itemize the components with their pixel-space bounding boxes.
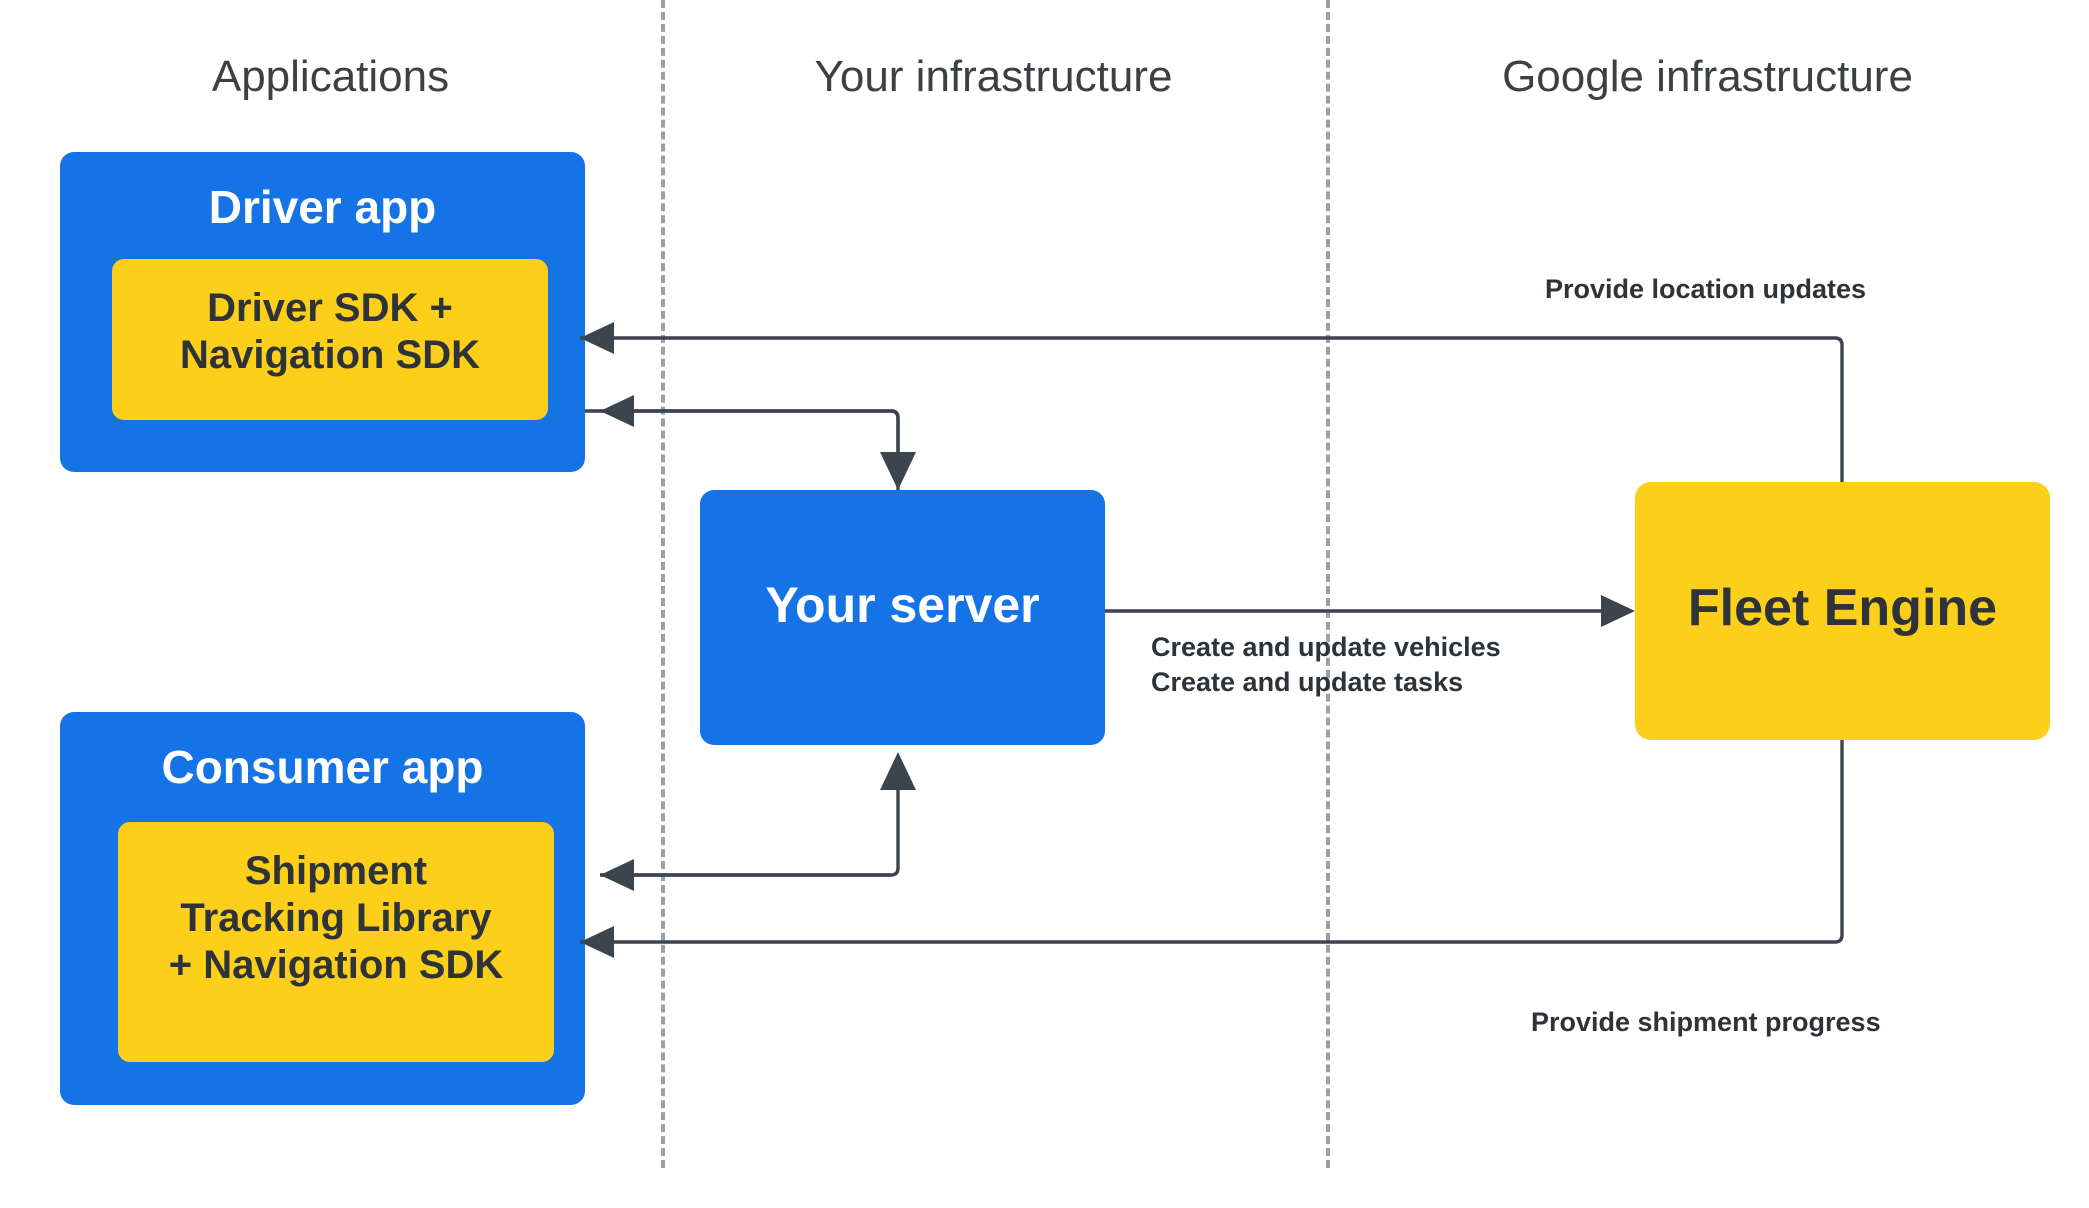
driver-sdk-line-1: Driver SDK +: [207, 286, 453, 330]
driver-sdk-label: Driver SDK + Navigation SDK: [112, 285, 548, 379]
column-header-your-infrastructure: Your infrastructure: [814, 52, 1173, 101]
consumer-sdk-label: Shipment Tracking Library + Navigation S…: [118, 848, 554, 990]
edge-driver-app-to-your-server: [585, 409, 916, 490]
driver-sdk-line-2: Navigation SDK: [179, 333, 481, 378]
consumer-app-title: Consumer app: [161, 741, 484, 793]
edge-fleet-engine-to-driver-sdk: [580, 322, 1844, 482]
edge-label-provide-location-updates: Provide location updates: [1545, 274, 1867, 304]
arrow-head-consumer-app-left: [600, 859, 634, 891]
node-consumer-sdk: Shipment Tracking Library + Navigation S…: [118, 822, 554, 1062]
column-header-applications: Applications: [211, 52, 450, 101]
consumer-sdk-line-1: Shipment: [244, 849, 428, 893]
consumer-sdk-line-2: Tracking Library: [180, 896, 492, 941]
node-your-server: Your server: [700, 490, 1105, 745]
column-header-google-infrastructure: Google infrastructure: [1502, 52, 1913, 101]
node-driver-sdk: Driver SDK + Navigation SDK: [112, 259, 548, 420]
arrow-head-your-server-bottom: [880, 752, 916, 790]
edge-fleet-engine-to-consumer-sdk: [580, 740, 1844, 958]
node-driver-app: Driver app Driver SDK + Navigation SDK: [60, 152, 585, 472]
consumer-sdk-line-3: + Navigation SDK: [168, 943, 504, 988]
column-divider-right: [1326, 0, 1330, 1168]
arrow-head-driver-app-left: [600, 395, 634, 427]
edge-your-server-to-driver-app: [600, 395, 900, 490]
arrow-head-your-server-top: [880, 452, 916, 490]
edge-label-create-update-tasks: Create and update tasks: [1151, 666, 1464, 697]
column-divider-left: [661, 0, 665, 1168]
driver-app-title: Driver app: [208, 181, 437, 233]
edge-your-server-to-consumer-app: [600, 859, 891, 891]
arrow-head-driver-sdk-top: [580, 322, 614, 354]
edge-label-provide-shipment-progress: Provide shipment progress: [1531, 1007, 1881, 1037]
fleet-engine-title: Fleet Engine: [1687, 579, 1998, 637]
your-server-title: Your server: [765, 577, 1040, 633]
arrow-head-consumer-sdk-left: [580, 926, 614, 958]
node-fleet-engine: Fleet Engine: [1635, 482, 2050, 740]
node-consumer-app: Consumer app Shipment Tracking Library +…: [60, 712, 585, 1105]
edge-label-create-update-vehicles: Create and update vehicles: [1151, 632, 1501, 662]
edge-label-create-and-update: Create and update vehicles Create and up…: [1151, 630, 1501, 699]
arrow-head-fleet-engine-left: [1601, 595, 1635, 627]
edge-consumer-app-to-your-server: [600, 752, 916, 877]
edge-your-server-to-fleet-engine: [1105, 595, 1635, 627]
